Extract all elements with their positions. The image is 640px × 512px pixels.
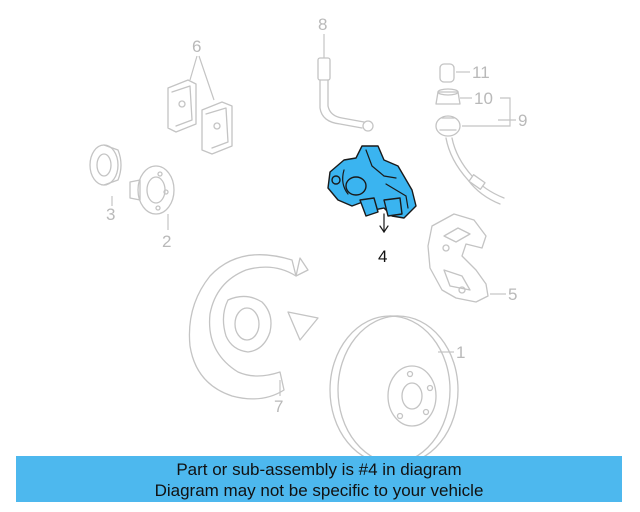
callout-3: 3 [106,205,115,224]
callout-4: 4 [378,247,387,266]
info-banner: Part or sub-assembly is #4 in diagram Di… [16,456,622,502]
callout-6: 6 [192,37,201,56]
bleeder-screw-part [435,88,472,105]
brake-caliper-part[interactable] [327,145,417,234]
brake-rotor-part [329,315,459,465]
wheel-hub-part [129,165,175,230]
callout-11: 11 [472,63,490,82]
callout-10: 10 [474,89,493,108]
bleeder-cap-part [439,63,470,83]
banner-line-2: Diagram may not be specific to your vehi… [154,481,484,500]
callout-2: 2 [162,232,171,251]
callout-1: 1 [456,343,465,362]
banner-line-1: Part or sub-assembly is #4 in diagram [176,460,462,479]
wheel-bearing-part [89,144,122,206]
callout-8: 8 [318,15,327,34]
callout-9: 9 [518,111,527,130]
callout-7: 7 [274,397,283,416]
dust-shield-part [188,254,319,400]
brake-hose-part [317,34,374,132]
callout-5: 5 [508,285,517,304]
brake-pads-part [167,55,233,155]
wear-sensor-part [435,97,516,205]
caliper-carrier-part [427,213,506,303]
